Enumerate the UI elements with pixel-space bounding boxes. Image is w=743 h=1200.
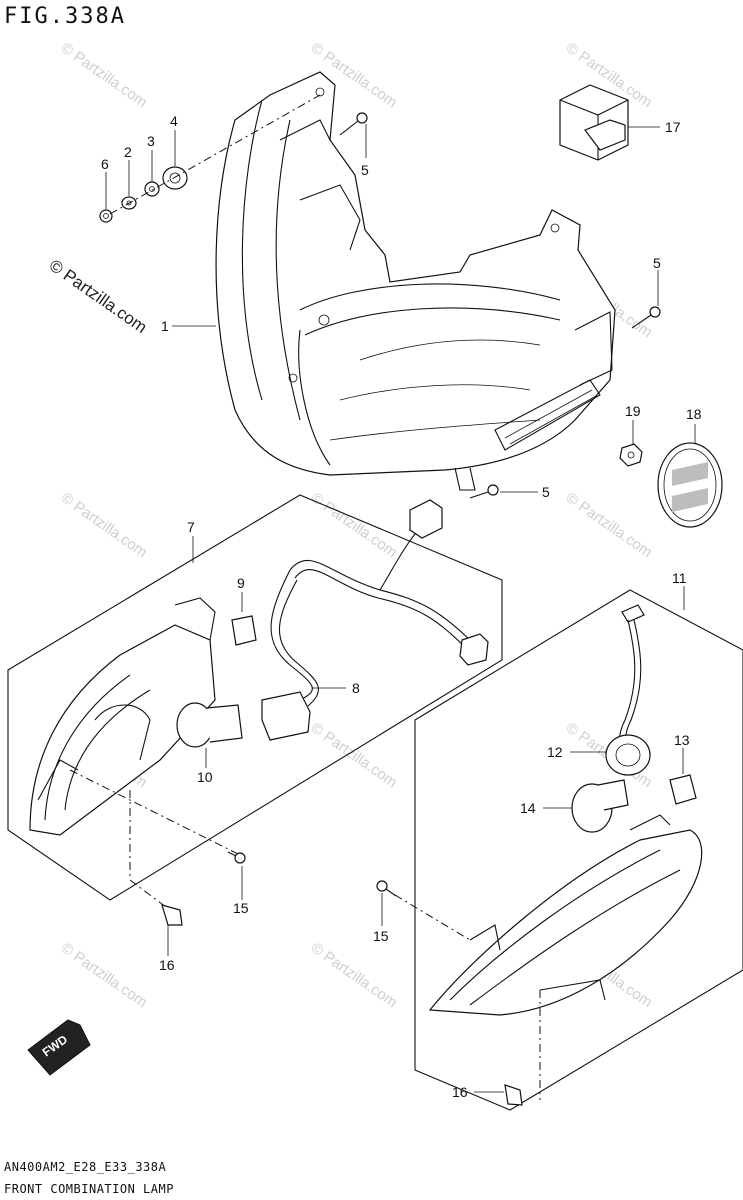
callout-9: 9 (237, 575, 245, 591)
callout-16-right: 16 (452, 1084, 468, 1100)
left-turn-signal-box (7, 494, 503, 926)
right-turn-signal-box (376, 589, 743, 1111)
callout-2: 2 (124, 144, 132, 160)
grommet-4 (162, 166, 188, 190)
callout-numbers: 1 2 3 4 5 5 5 6 7 8 9 10 11 12 13 14 15 … (101, 113, 702, 1100)
callout-7: 7 (187, 519, 195, 535)
screw-5-right (631, 306, 661, 329)
watermark: © Partzilla.com (308, 1159, 401, 1160)
callout-6: 6 (101, 156, 109, 172)
callout-10: 10 (197, 769, 213, 785)
callout-5-right: 5 (653, 255, 661, 271)
watermark: © Partzilla.com (58, 39, 151, 111)
callout-5-top: 5 (361, 162, 369, 178)
relay-17 (559, 84, 629, 161)
nut-6 (99, 209, 113, 223)
cap-9 (231, 615, 257, 646)
model-code: AN400AM2_E28_E33_338A (4, 1160, 167, 1174)
callout-15-right: 15 (373, 928, 389, 944)
reflector-18 (657, 442, 723, 528)
fwd-arrow: FWD (27, 1019, 91, 1076)
watermark: © Partzilla.com (308, 939, 401, 1011)
screw-5-top (339, 112, 368, 136)
grommet-hardware (99, 94, 321, 223)
watermark: © Partzilla.com (58, 939, 151, 1011)
callout-13: 13 (674, 732, 690, 748)
callout-18: 18 (686, 406, 702, 422)
section-name: FRONT COMBINATION LAMP (4, 1182, 174, 1196)
callout-19: 19 (625, 403, 641, 419)
callout-5-bottom: 5 (542, 484, 550, 500)
callout-4: 4 (170, 113, 178, 129)
callout-11: 11 (672, 570, 687, 586)
collar-3 (144, 181, 160, 197)
watermark: © Partzilla.com (58, 489, 151, 561)
parts-diagram: © Partzilla.com © Partzilla.com © Partzi… (7, 39, 743, 1160)
watermark: © Partzilla.com (308, 489, 401, 561)
callout-3: 3 (147, 133, 155, 149)
callout-8: 8 (352, 680, 360, 696)
callout-16-left: 16 (159, 957, 175, 973)
callout-1: 1 (161, 318, 169, 334)
nut-19 (619, 443, 643, 467)
watermark-dark: © Partzilla.com (46, 256, 151, 337)
callout-12: 12 (547, 744, 563, 760)
callout-14: 14 (520, 800, 536, 816)
watermark: © Partzilla.com (308, 719, 401, 791)
callout-15-left: 15 (233, 900, 249, 916)
figure-title: FIG.338A (4, 4, 126, 29)
headlight-assembly (215, 71, 616, 491)
leader-lines (105, 124, 696, 1093)
watermark: © Partzilla.com (563, 489, 656, 561)
screw-5-bottom (469, 484, 499, 499)
screws-5 (339, 112, 661, 499)
callout-17: 17 (665, 119, 681, 135)
